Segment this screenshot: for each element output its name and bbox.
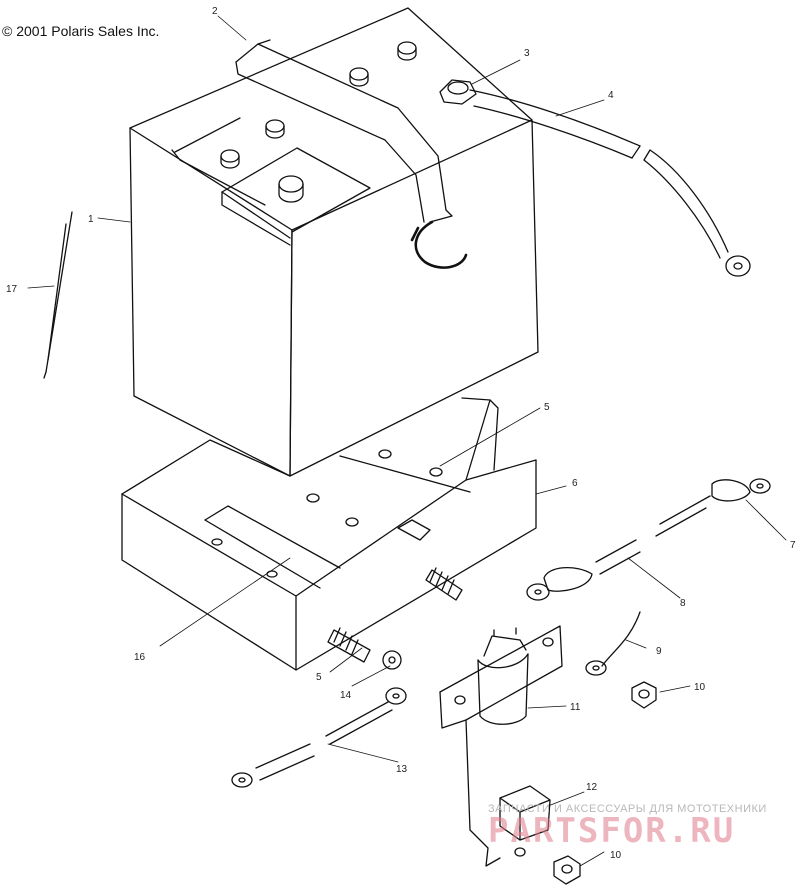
callout-17: 17 — [6, 284, 18, 295]
relay-block — [499, 785, 581, 885]
callout-10-upper: 10 — [694, 682, 706, 693]
callout-10-lower: 10 — [610, 850, 622, 861]
vent-tube — [43, 211, 73, 379]
watermark-logo: PARTSFOR.RU — [488, 811, 735, 851]
leader-lines — [27, 15, 787, 867]
callout-16: 16 — [134, 652, 146, 663]
callout-4: 4 — [608, 90, 614, 101]
solenoid — [439, 611, 657, 867]
cable-13 — [231, 687, 407, 788]
watermark-tagline: ЗАПЧАСТИ И АКСЕССУАРЫ ДЛЯ МОТОТЕХНИКИ — [488, 803, 767, 815]
callout-13: 13 — [396, 764, 408, 775]
callout-5-upper: 5 — [544, 402, 550, 413]
callout-12: 12 — [586, 782, 598, 793]
callout-11: 11 — [570, 702, 581, 713]
callout-2: 2 — [212, 6, 218, 17]
callout-6: 6 — [572, 478, 578, 489]
callout-9: 9 — [656, 646, 662, 657]
copyright-text: © 2001 Polaris Sales Inc. — [2, 23, 160, 39]
callout-5-lower: 5 — [316, 672, 322, 683]
battery-tray — [121, 397, 537, 671]
bolts — [327, 567, 463, 670]
callout-3: 3 — [524, 48, 530, 59]
negative-cable — [526, 478, 771, 601]
callout-14: 14 — [340, 690, 352, 701]
callout-1: 1 — [88, 214, 94, 225]
callout-7: 7 — [790, 540, 796, 551]
watermark: ЗАПЧАСТИ И АКСЕССУАРЫ ДЛЯ МОТОТЕХНИКИ PA… — [488, 803, 767, 851]
battery — [129, 7, 751, 477]
callouts: 1 2 3 4 5 6 7 8 9 10 11 12 13 14 5 16 17… — [6, 6, 796, 861]
callout-8: 8 — [680, 598, 686, 609]
